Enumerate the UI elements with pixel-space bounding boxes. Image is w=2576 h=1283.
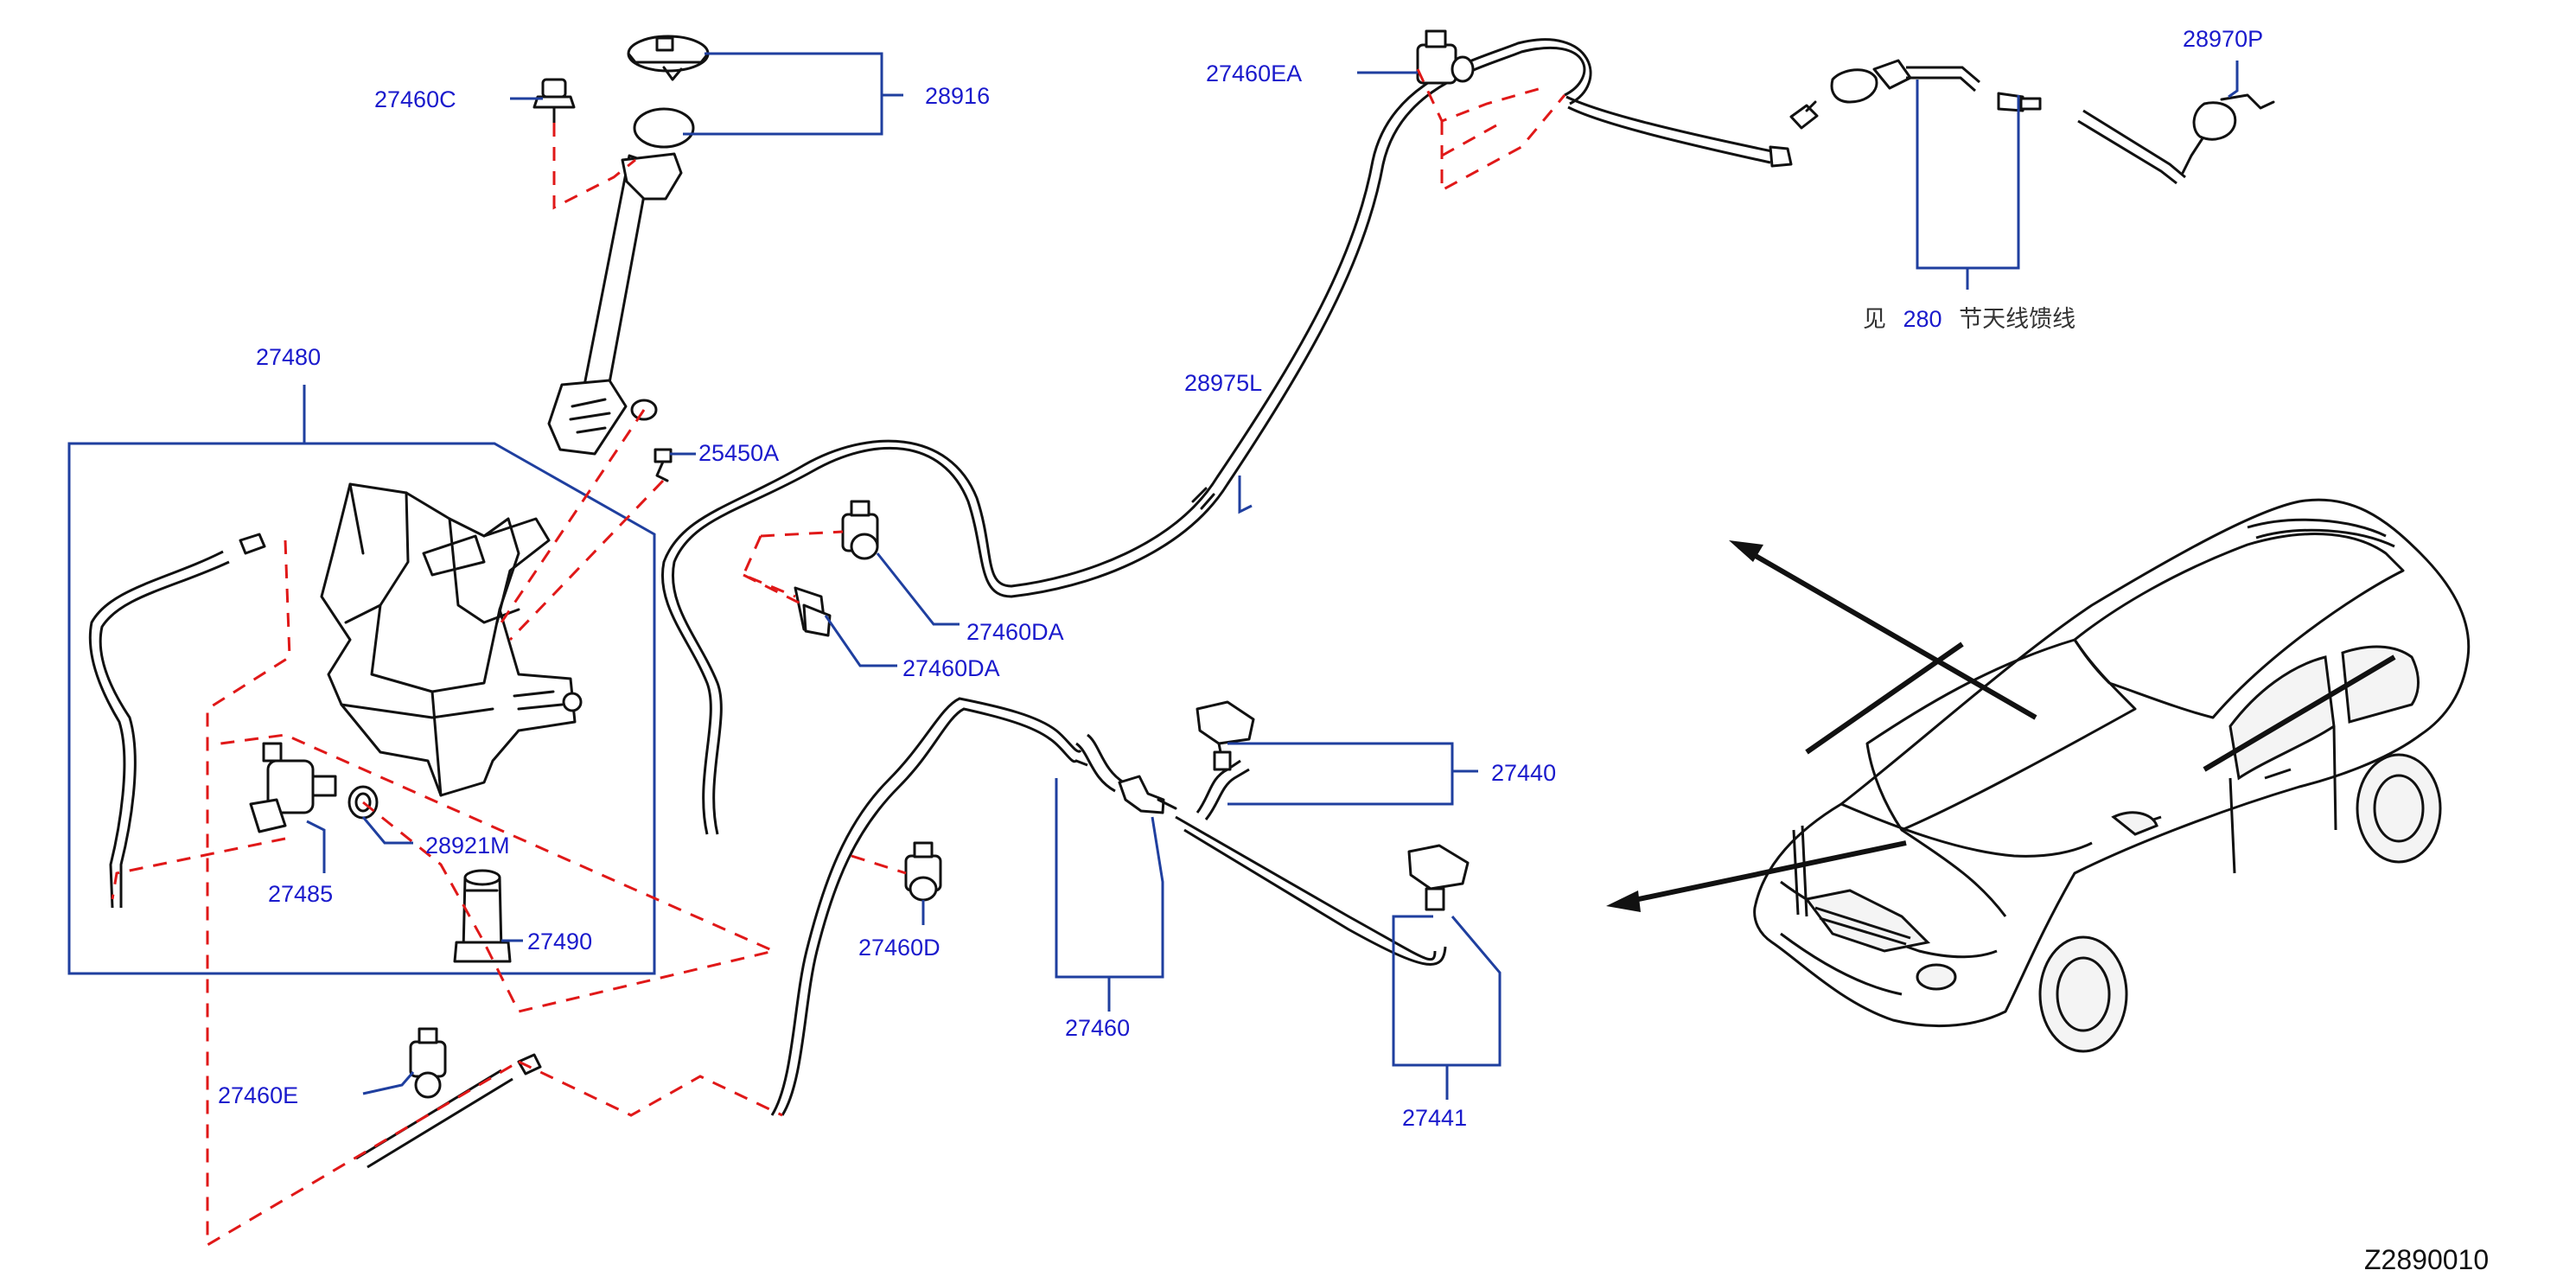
clip-27460c-part xyxy=(532,78,576,124)
label-27460ea: 27460EA xyxy=(1206,61,1302,86)
washer-pump-part xyxy=(249,742,337,833)
label-28916: 28916 xyxy=(925,83,990,109)
bolt-part xyxy=(654,448,673,482)
label-28921m: 28921M xyxy=(425,833,510,859)
clip-27460d-part xyxy=(904,841,942,902)
washer-nozzle-27440 xyxy=(1196,700,1255,771)
clip-27460da-lower xyxy=(794,586,832,637)
label-27440: 27440 xyxy=(1491,760,1556,786)
hose-connector-part xyxy=(1789,100,1819,130)
lower-hose-part xyxy=(355,1053,542,1169)
svg-text:见 280 节天线馈线: 见 280 节天线馈线 xyxy=(1863,306,2075,332)
antenna-feed-parts xyxy=(1830,59,2275,185)
note-prefix: 见 xyxy=(1863,306,1886,332)
label-27485: 27485 xyxy=(268,881,333,907)
label-28970p: 28970P xyxy=(2183,26,2263,52)
leader-lines xyxy=(306,52,2239,1100)
label-27460da-lower: 27460DA xyxy=(902,655,1000,681)
nozzle-hose-27460 xyxy=(770,697,1447,1116)
label-27460e: 27460E xyxy=(218,1082,298,1108)
diagram-code: Z2890010 xyxy=(2364,1244,2489,1275)
label-27490: 27490 xyxy=(527,929,592,954)
note-suffix: 节天线馈线 xyxy=(1959,306,2075,332)
clip-27460e-part xyxy=(409,1027,447,1099)
label-27460: 27460 xyxy=(1065,1015,1130,1041)
filler-neck-part xyxy=(547,107,695,456)
label-28975l: 28975L xyxy=(1184,370,1262,396)
vehicle-locator-illustration xyxy=(1753,498,2471,1053)
label-27460d: 27460D xyxy=(858,935,940,961)
clip-27460ea-part xyxy=(1416,29,1475,85)
washer-nozzle-27441 xyxy=(1407,844,1470,911)
tank-side-hose xyxy=(88,533,266,909)
part-labels: 28916 27460C 27480 25450A 27460EA 28970P… xyxy=(218,26,2263,1131)
locator-arrows xyxy=(1606,540,2396,917)
clip-27460da-upper xyxy=(841,500,879,560)
label-27480: 27480 xyxy=(256,344,321,370)
level-sensor-part xyxy=(453,869,512,963)
washer-tank-part xyxy=(320,482,583,797)
label-27460c: 27460C xyxy=(374,86,456,112)
label-25450a: 25450A xyxy=(698,440,779,466)
tank-group-box xyxy=(67,385,656,975)
washer-cap-part xyxy=(627,35,710,81)
antenna-feeder-reference-note: 见 280 节天线馈线 xyxy=(1863,306,2075,332)
note-ref-link[interactable]: 280 xyxy=(1903,306,1942,332)
label-27441: 27441 xyxy=(1402,1105,1467,1131)
assembly-dashed-lines xyxy=(111,68,1566,1248)
label-27460da-upper: 27460DA xyxy=(966,619,1064,645)
